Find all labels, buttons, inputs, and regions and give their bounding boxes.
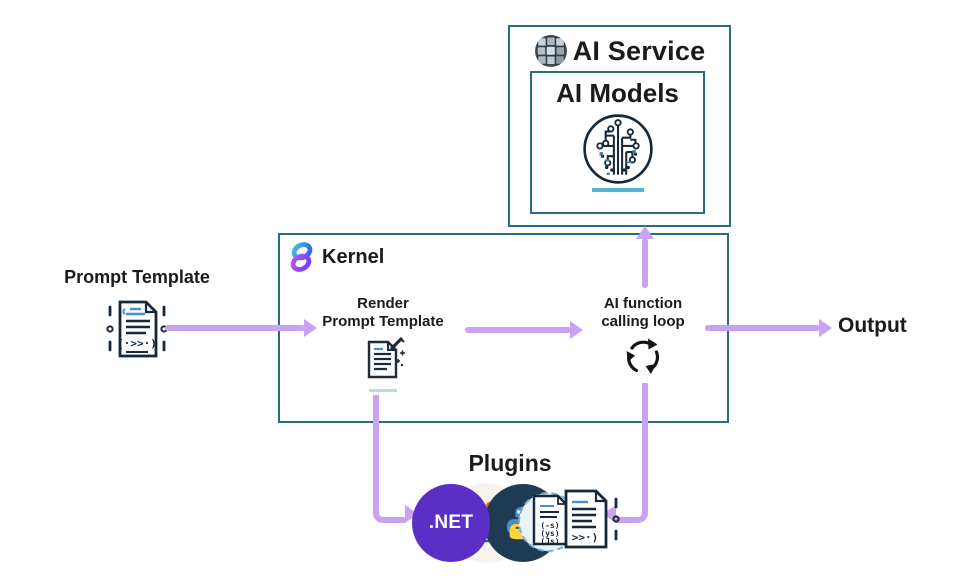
- ai-service-box: AI Service AI Models: [508, 25, 731, 227]
- cube-grid-icon: [534, 35, 567, 67]
- circuit-brain-icon: [582, 114, 653, 184]
- brain-underline: [591, 188, 644, 192]
- prompt-doc-code-text: (·>>·): [117, 337, 157, 350]
- render-icon-underline: [369, 389, 397, 392]
- arrow-render-to-plugins: [373, 395, 418, 523]
- dotnet-label: .NET: [428, 511, 474, 533]
- ai-service-header: AI Service: [510, 34, 729, 68]
- ai-models-box: AI Models: [530, 71, 705, 214]
- ai-models-title: AI Models: [556, 78, 679, 108]
- plugins-icon-row: .NET: [412, 483, 624, 562]
- svg-text:(ys): (ys): [540, 529, 559, 538]
- svg-text:(Js): (Js): [540, 537, 559, 546]
- cycle-arrows-icon: [626, 338, 660, 374]
- prompt-template-node: Prompt Template (·>>·): [32, 267, 242, 369]
- document-edit-icon: [367, 337, 405, 379]
- plugins-title: Plugins: [468, 450, 552, 476]
- kernel-header: Kernel: [288, 241, 384, 273]
- prompt-document-icon: (·>>·): [106, 300, 168, 358]
- svg-text:>>·): >>·): [572, 531, 599, 544]
- code-file-icon-2: >>·): [558, 483, 624, 562]
- arrow-kernel-to-ai-service: [642, 238, 648, 288]
- svg-text:(-s): (-s): [540, 521, 559, 530]
- semantic-kernel-logo-icon: [290, 242, 313, 272]
- ai-service-title: AI Service: [572, 35, 706, 66]
- prompt-template-label: Prompt Template: [64, 267, 210, 287]
- dotnet-icon: .NET: [412, 483, 490, 562]
- arrow-render-to-loop: [465, 327, 571, 333]
- arrow-prompt-template-to-kernel: [165, 325, 305, 331]
- output-label: Output: [838, 314, 907, 337]
- kernel-title: Kernel: [322, 245, 385, 268]
- arrow-kernel-to-output: [705, 325, 820, 331]
